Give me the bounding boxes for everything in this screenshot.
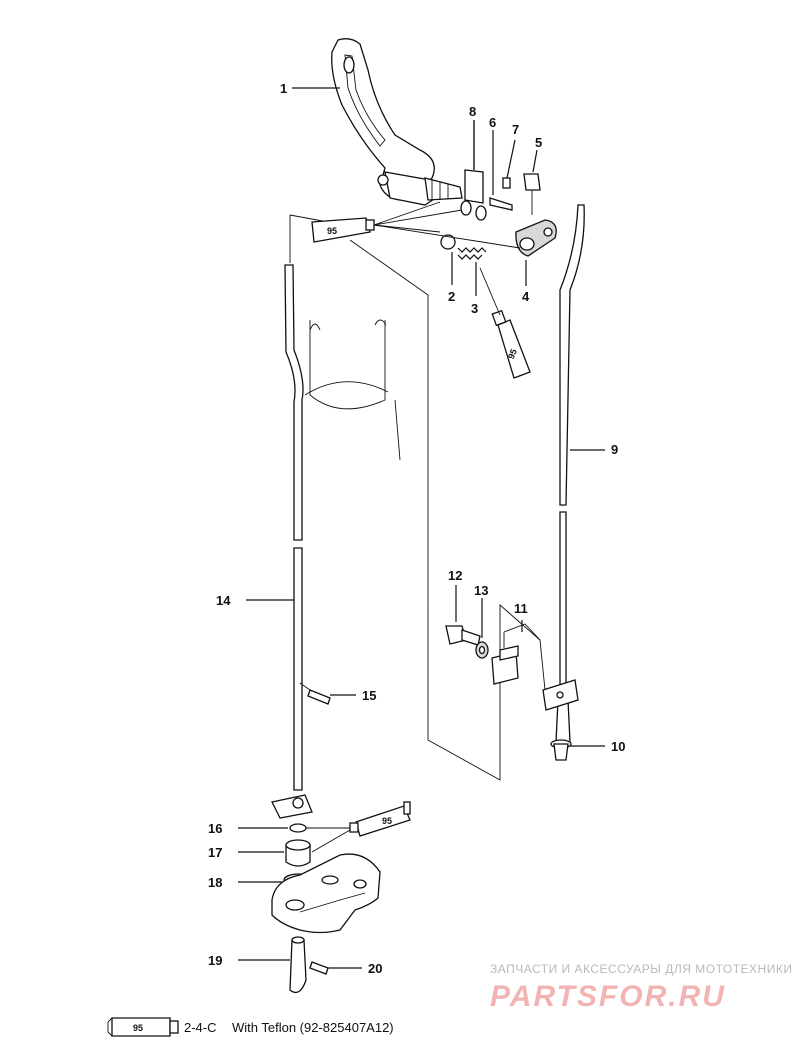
grease-tube-upper: 95	[311, 201, 521, 249]
callout-19: 19	[208, 953, 222, 968]
callout-20: 20	[368, 961, 382, 976]
grease-tube-lower-label: 95	[382, 816, 392, 826]
lower-seal-stack	[238, 794, 313, 887]
grease-tube-label: 95	[327, 226, 337, 236]
callout-11: 11	[514, 601, 528, 616]
part-20-pin	[309, 961, 362, 975]
part-9-rod	[555, 204, 605, 743]
part-19-tube	[238, 936, 307, 994]
watermark: ЗАПЧАСТИ И АКСЕССУАРЫ ДЛЯ МОТОТЕХНИКИ PA…	[490, 962, 792, 1013]
callout-17: 17	[208, 845, 222, 860]
base-housing	[271, 853, 381, 934]
grease-tube-lower: 95	[306, 801, 411, 853]
part-7-pin	[502, 139, 516, 189]
callouts: 1 2 3 4 5 6 7 8 9 10 11 12 13 14 15 16 1…	[208, 81, 625, 976]
legend-code: 2-4-C	[184, 1020, 217, 1035]
callout-16: 16	[208, 821, 222, 836]
part-4-bracket	[515, 219, 557, 286]
callout-2: 2	[448, 289, 455, 304]
part-11-clip	[491, 620, 579, 711]
callout-9: 9	[611, 442, 618, 457]
callout-14: 14	[216, 593, 231, 608]
part-5-bolt	[523, 149, 541, 215]
part-6-bolt	[489, 130, 513, 211]
legend-description: With Teflon (92-825407A12)	[232, 1020, 394, 1035]
callout-18: 18	[208, 875, 222, 890]
watermark-line-1: ЗАПЧАСТИ И АКСЕССУАРЫ ДЛЯ МОТОТЕХНИКИ	[490, 962, 792, 976]
legend: 95 2-4-C With Teflon (92-825407A12)	[107, 1017, 394, 1037]
part-15-pin	[299, 682, 356, 705]
callout-5: 5	[535, 135, 542, 150]
callout-13: 13	[474, 583, 488, 598]
part-2-ball	[440, 234, 456, 285]
shift-lever	[331, 38, 463, 206]
callout-8: 8	[469, 104, 476, 119]
callout-3: 3	[471, 301, 478, 316]
part-14-rod	[246, 264, 304, 791]
leader-lines	[292, 87, 475, 170]
callout-1: 1	[280, 81, 287, 96]
callout-6: 6	[489, 115, 496, 130]
callout-4: 4	[522, 289, 530, 304]
grease-tube-middle: 95	[479, 267, 531, 379]
housing-outline	[299, 319, 401, 461]
callout-10: 10	[611, 739, 625, 754]
part-10-fitting	[550, 739, 605, 761]
washers	[460, 200, 487, 221]
callout-12: 12	[448, 568, 462, 583]
legend-tube-label: 95	[133, 1023, 143, 1033]
part-13-washer	[475, 598, 489, 659]
part-3-spring	[457, 247, 487, 296]
grease-tube-middle-label: 95	[506, 348, 519, 361]
watermark-line-2: PARTSFOR.RU	[490, 980, 726, 1013]
callout-15: 15	[362, 688, 376, 703]
part-12-bolt	[445, 585, 481, 646]
callout-7: 7	[512, 122, 519, 137]
reference-lines	[289, 214, 541, 781]
